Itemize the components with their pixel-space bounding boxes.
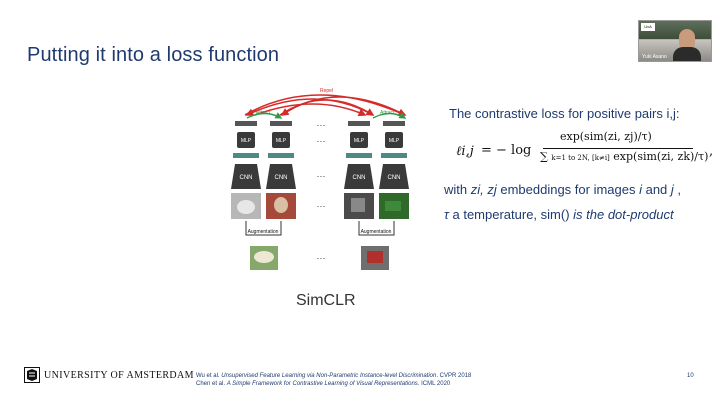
loss-caption: The contrastive loss for positive pairs … xyxy=(449,106,680,121)
cnn-label-1: CNN xyxy=(240,175,253,181)
temperature-explanation: τ a temperature, sim() is the dot-produc… xyxy=(444,207,674,222)
attract-arrows xyxy=(246,112,407,119)
repel-arrows xyxy=(244,94,407,117)
simclr-label: SimCLR xyxy=(296,292,356,309)
formula-sum-symbol: ∑ xyxy=(540,150,548,163)
webcam-thumbnail: UvA Yuki Asano xyxy=(638,20,712,62)
mlp-label-4: MLP xyxy=(389,138,400,144)
loss-formula: ℓi,j = − log exp(sim(zi, zj)/τ) ∑ k=1 to… xyxy=(456,130,716,175)
ellipsis-sources: ··· xyxy=(317,253,326,263)
formula-fraction-bar xyxy=(543,148,693,149)
temperature-middle: a temperature, sim() xyxy=(448,207,574,222)
augmented-images xyxy=(231,193,409,219)
cnn-label-2: CNN xyxy=(275,175,288,181)
webcam-caption: Yuki Asano xyxy=(642,54,667,60)
explanation-prefix: with xyxy=(444,182,471,197)
mlp-label-1: MLP xyxy=(241,138,252,144)
attract-label-right: Attract xyxy=(380,110,395,116)
mlp-label-2: MLP xyxy=(276,138,287,144)
slide-title: Putting it into a loss function xyxy=(27,44,280,66)
simclr-diagram: Repel Attract Attract MLP MLP MLP MLP CN… xyxy=(231,88,409,270)
augmentation-label-right: Augmentation xyxy=(361,229,392,235)
cnn-label-4: CNN xyxy=(388,175,401,181)
augmentation-arrows xyxy=(245,221,395,236)
references: Wu et al. Unsupervised Feature Learning … xyxy=(196,372,471,388)
formula-numerator: exp(sim(zi, zj)/τ) xyxy=(560,130,652,143)
university-logo-icon xyxy=(24,367,40,383)
webcam-person-body xyxy=(673,47,701,61)
tau-symbol: τ xyxy=(444,207,449,222)
reference-1: Wu et al. Unsupervised Feature Learning … xyxy=(196,373,472,379)
mlp-label-3: MLP xyxy=(354,138,365,144)
cnn-label-3: CNN xyxy=(353,175,366,181)
ellipsis-cnn: ··· xyxy=(317,171,326,181)
top-feature-rows xyxy=(235,121,405,126)
formula-sum-limits: k=1 to 2N, [k≠i] xyxy=(551,154,610,162)
dot-product-note: is the dot-product xyxy=(573,207,674,222)
cnn-blocks xyxy=(231,164,409,189)
reference-2: Chen et al. A Simple Framework for Contr… xyxy=(196,381,451,387)
explanation-end: , xyxy=(673,182,682,197)
webcam-person-face xyxy=(679,29,695,49)
formula-denominator: ∑ k=1 to 2N, [k≠i] exp(sim(zi, zk)/τ) xyxy=(540,150,708,163)
formula-denominator-body: exp(sim(zi, zk)/τ) xyxy=(613,150,709,163)
university-name: UNIVERSITY OF AMSTERDAM xyxy=(44,370,194,381)
explanation-middle: embeddings for images xyxy=(496,182,640,197)
explanation-j: j xyxy=(670,182,674,197)
embedding-explanation: with zi, zj embeddings for images i and … xyxy=(444,182,681,197)
mid-feature-rows xyxy=(233,153,407,158)
ellipsis-top: ··· xyxy=(317,120,326,130)
page-number: 10 xyxy=(687,373,694,379)
mlp-blocks xyxy=(237,132,403,148)
source-images xyxy=(250,246,389,270)
formula-lhs: ℓi,j xyxy=(456,144,474,159)
formula-equals-log: = − log xyxy=(481,143,532,158)
explanation-and: and xyxy=(641,182,671,197)
ellipsis-images: ··· xyxy=(317,201,326,211)
augmentation-label-left: Augmentation xyxy=(248,229,279,235)
repel-label: Repel xyxy=(320,88,333,94)
webcam-badge: UvA xyxy=(641,23,655,31)
formula-comma: , xyxy=(709,144,714,159)
attract-label-left: Attract xyxy=(256,110,271,116)
ellipsis-mlp: ··· xyxy=(317,136,326,146)
explanation-vars: zi, zj xyxy=(470,182,497,197)
explanation-i: i xyxy=(639,182,642,197)
